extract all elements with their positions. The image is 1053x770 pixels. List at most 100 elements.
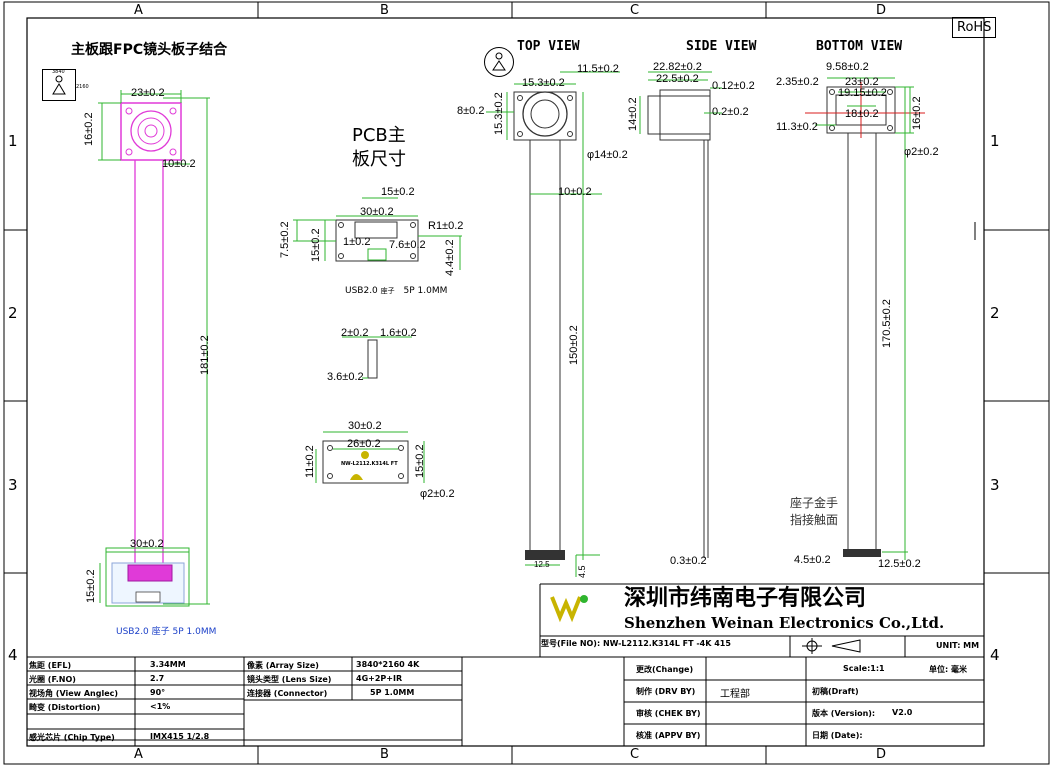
dim-left-10: 10±0.2: [162, 158, 196, 170]
left-connector-label: USB2.0 座子 5P 1.0MM: [116, 627, 217, 637]
dim-bottom-16: 16±0.2: [911, 96, 923, 130]
dim-pcb-1: 1±0.2: [343, 236, 371, 248]
spec-distortion-val: <1%: [150, 702, 171, 711]
spec-array-key: 像素 (Array Size): [247, 661, 319, 670]
row-label-4-right: 4: [990, 646, 1000, 664]
col-label-a-bottom: A: [134, 747, 143, 762]
dim-bottom-170-5: 170.5±0.2: [881, 299, 893, 348]
row-label-4: 4: [8, 646, 18, 664]
dim-top-11-5: 11.5±0.2: [577, 63, 619, 75]
spec-chip-key: 感光芯片 (Chip Type): [29, 733, 115, 742]
dim-side-22-5: 22.5±0.2: [656, 73, 699, 85]
dim-bottom-19-15: 19.15±0.2: [838, 87, 887, 99]
row-label-3: 3: [8, 476, 18, 494]
dim-pcb-4-4: 4.4±0.2: [444, 239, 456, 276]
dim-side-0-12: 0.12±0.2: [712, 80, 755, 92]
dim-pcb-15v: 15±0.2: [310, 228, 322, 262]
company-logo: [548, 589, 592, 623]
spec-efl-val: 3.34MM: [150, 660, 186, 669]
person-icon-top: [492, 52, 506, 71]
dim-top-d14: φ14±0.2: [587, 149, 628, 161]
dim-bottom-12-5: 12.5±0.2: [878, 558, 921, 570]
spec-lens-key: 镜头类型 (Lens Size): [247, 675, 332, 684]
dim-side-0-3: 0.3±0.2: [670, 555, 707, 567]
dim-bottom-2-35: 2.35±0.2: [776, 76, 819, 88]
dim-pcb-b11: 11±0.2: [304, 445, 316, 478]
file-number: 型号(File NO): NW-L2112.K314L FT -4K 415: [541, 639, 731, 648]
dim-bottom-d2: φ2±0.2: [904, 146, 939, 158]
pcb-connector-mid: 座子: [380, 287, 395, 295]
pcb-connector-label: USB2.0 座子 5P 1.0MM: [345, 287, 447, 296]
tb-version: V2.0: [892, 708, 913, 717]
dim-pcb-b2: φ2±0.2: [420, 488, 455, 500]
unit-label: UNIT: MM: [936, 641, 980, 650]
dim-pcb-7-5: 7.5±0.2: [279, 221, 291, 258]
dim-top-150: 150±0.2: [568, 325, 580, 365]
dim-side-0-2: 0.2±0.2: [712, 106, 749, 118]
pcb-title-line1: PCB主: [352, 125, 406, 146]
tb-date: 日期 (Date):: [812, 731, 863, 740]
dim-bottom-18: 18±0.2: [845, 108, 879, 120]
spec-connector-val: 5P 1.0MM: [370, 688, 415, 697]
col-label-c-bottom: C: [630, 747, 640, 762]
dim-pcb-b26: 26±0.2: [347, 438, 381, 450]
row-label-3-right: 3: [990, 476, 1000, 494]
dim-pcb-1-6: 1.6±0.2: [380, 327, 417, 339]
dim-left-181: 181±0.2: [199, 335, 211, 375]
dim-bottom-11-3: 11.3±0.2: [776, 121, 818, 133]
left-panel-title: 主板跟FPC镜头板子结合: [71, 42, 228, 58]
spec-efl-key: 焦距 (EFL): [29, 661, 72, 670]
side-view-title: SIDE VIEW: [686, 39, 757, 54]
spec-array-val: 3840*2160 4K: [356, 660, 420, 669]
tb-version-label: 版本 (Version):: [812, 709, 876, 718]
pcb-connector-suffix: 5P 1.0MM: [403, 286, 448, 296]
row-label-2: 2: [8, 304, 18, 322]
dim-top-15-3v: 15.3±0.2: [493, 92, 505, 135]
dim-bottom-4-5: 4.5±0.2: [794, 554, 831, 566]
dim-pcb-3-6: 3.6±0.2: [327, 371, 364, 383]
dim-side-22-82: 22.82±0.2: [653, 61, 702, 73]
row-label-1-right: 1: [990, 132, 1000, 150]
col-label-c: C: [630, 3, 640, 18]
dim-pcb-7-6: 7.6±0.2: [389, 239, 426, 251]
company-logo-icon: [550, 595, 588, 623]
dim-top-8: 8±0.2: [457, 105, 485, 117]
spec-view-key: 视场角 (View Anglec): [29, 689, 119, 698]
spec-lens-val: 4G+2P+IR: [356, 674, 403, 683]
dim-pcb-b15: 15±0.2: [414, 444, 426, 478]
dim-top-4-5: 4.5: [577, 565, 587, 578]
rohs-badge: RoHS: [952, 17, 997, 38]
dim-bottom-23: 23±0.2: [845, 76, 879, 88]
pcb-title-line2: 板尺寸: [352, 149, 406, 170]
row-label-1: 1: [8, 132, 18, 150]
spec-connector-key: 连接器 (Connector): [247, 689, 328, 698]
top-view-icon: [484, 47, 514, 77]
dim-pcb-30: 30±0.2: [360, 206, 394, 218]
dim-top-10: 10±0.2: [558, 186, 592, 198]
tb-drv: 制作 (DRV BY): [636, 687, 696, 696]
icon-label-2160: 2160: [76, 84, 89, 90]
dim-left-23: 23±0.2: [131, 87, 165, 99]
bottom-note-line1: 座子金手: [790, 496, 839, 510]
col-label-d-bottom: D: [876, 747, 887, 762]
dim-side-14: 14±0.2: [627, 97, 639, 131]
dim-left-30: 30±0.2: [130, 538, 164, 550]
dim-pcb-b30: 30±0.2: [348, 420, 382, 432]
icon-label-3840: 3840: [52, 69, 65, 75]
bottom-note-line2: 指接触面: [790, 513, 839, 527]
col-label-d: D: [876, 3, 887, 18]
pcb-model-small: NW-L2112.K314L FT: [341, 461, 398, 467]
tb-scale: Scale:1:1: [843, 664, 885, 673]
dim-pcb-r1: R1±0.2: [428, 220, 464, 232]
bottom-view-title: BOTTOM VIEW: [816, 39, 903, 54]
spec-view-val: 90°: [150, 688, 166, 697]
dim-left-15: 15±0.2: [85, 569, 97, 603]
company-name-cn: 深圳市纬南电子有限公司: [624, 586, 867, 611]
tb-chek: 审核 (CHEK BY): [636, 709, 701, 718]
tb-change: 更改(Change): [636, 665, 694, 674]
top-view-title: TOP VIEW: [517, 39, 580, 54]
dim-top-12-5: 12.5: [534, 560, 550, 569]
tb-drv-value: 工程部: [720, 689, 750, 700]
dim-bottom-9-58: 9.58±0.2: [826, 61, 869, 73]
